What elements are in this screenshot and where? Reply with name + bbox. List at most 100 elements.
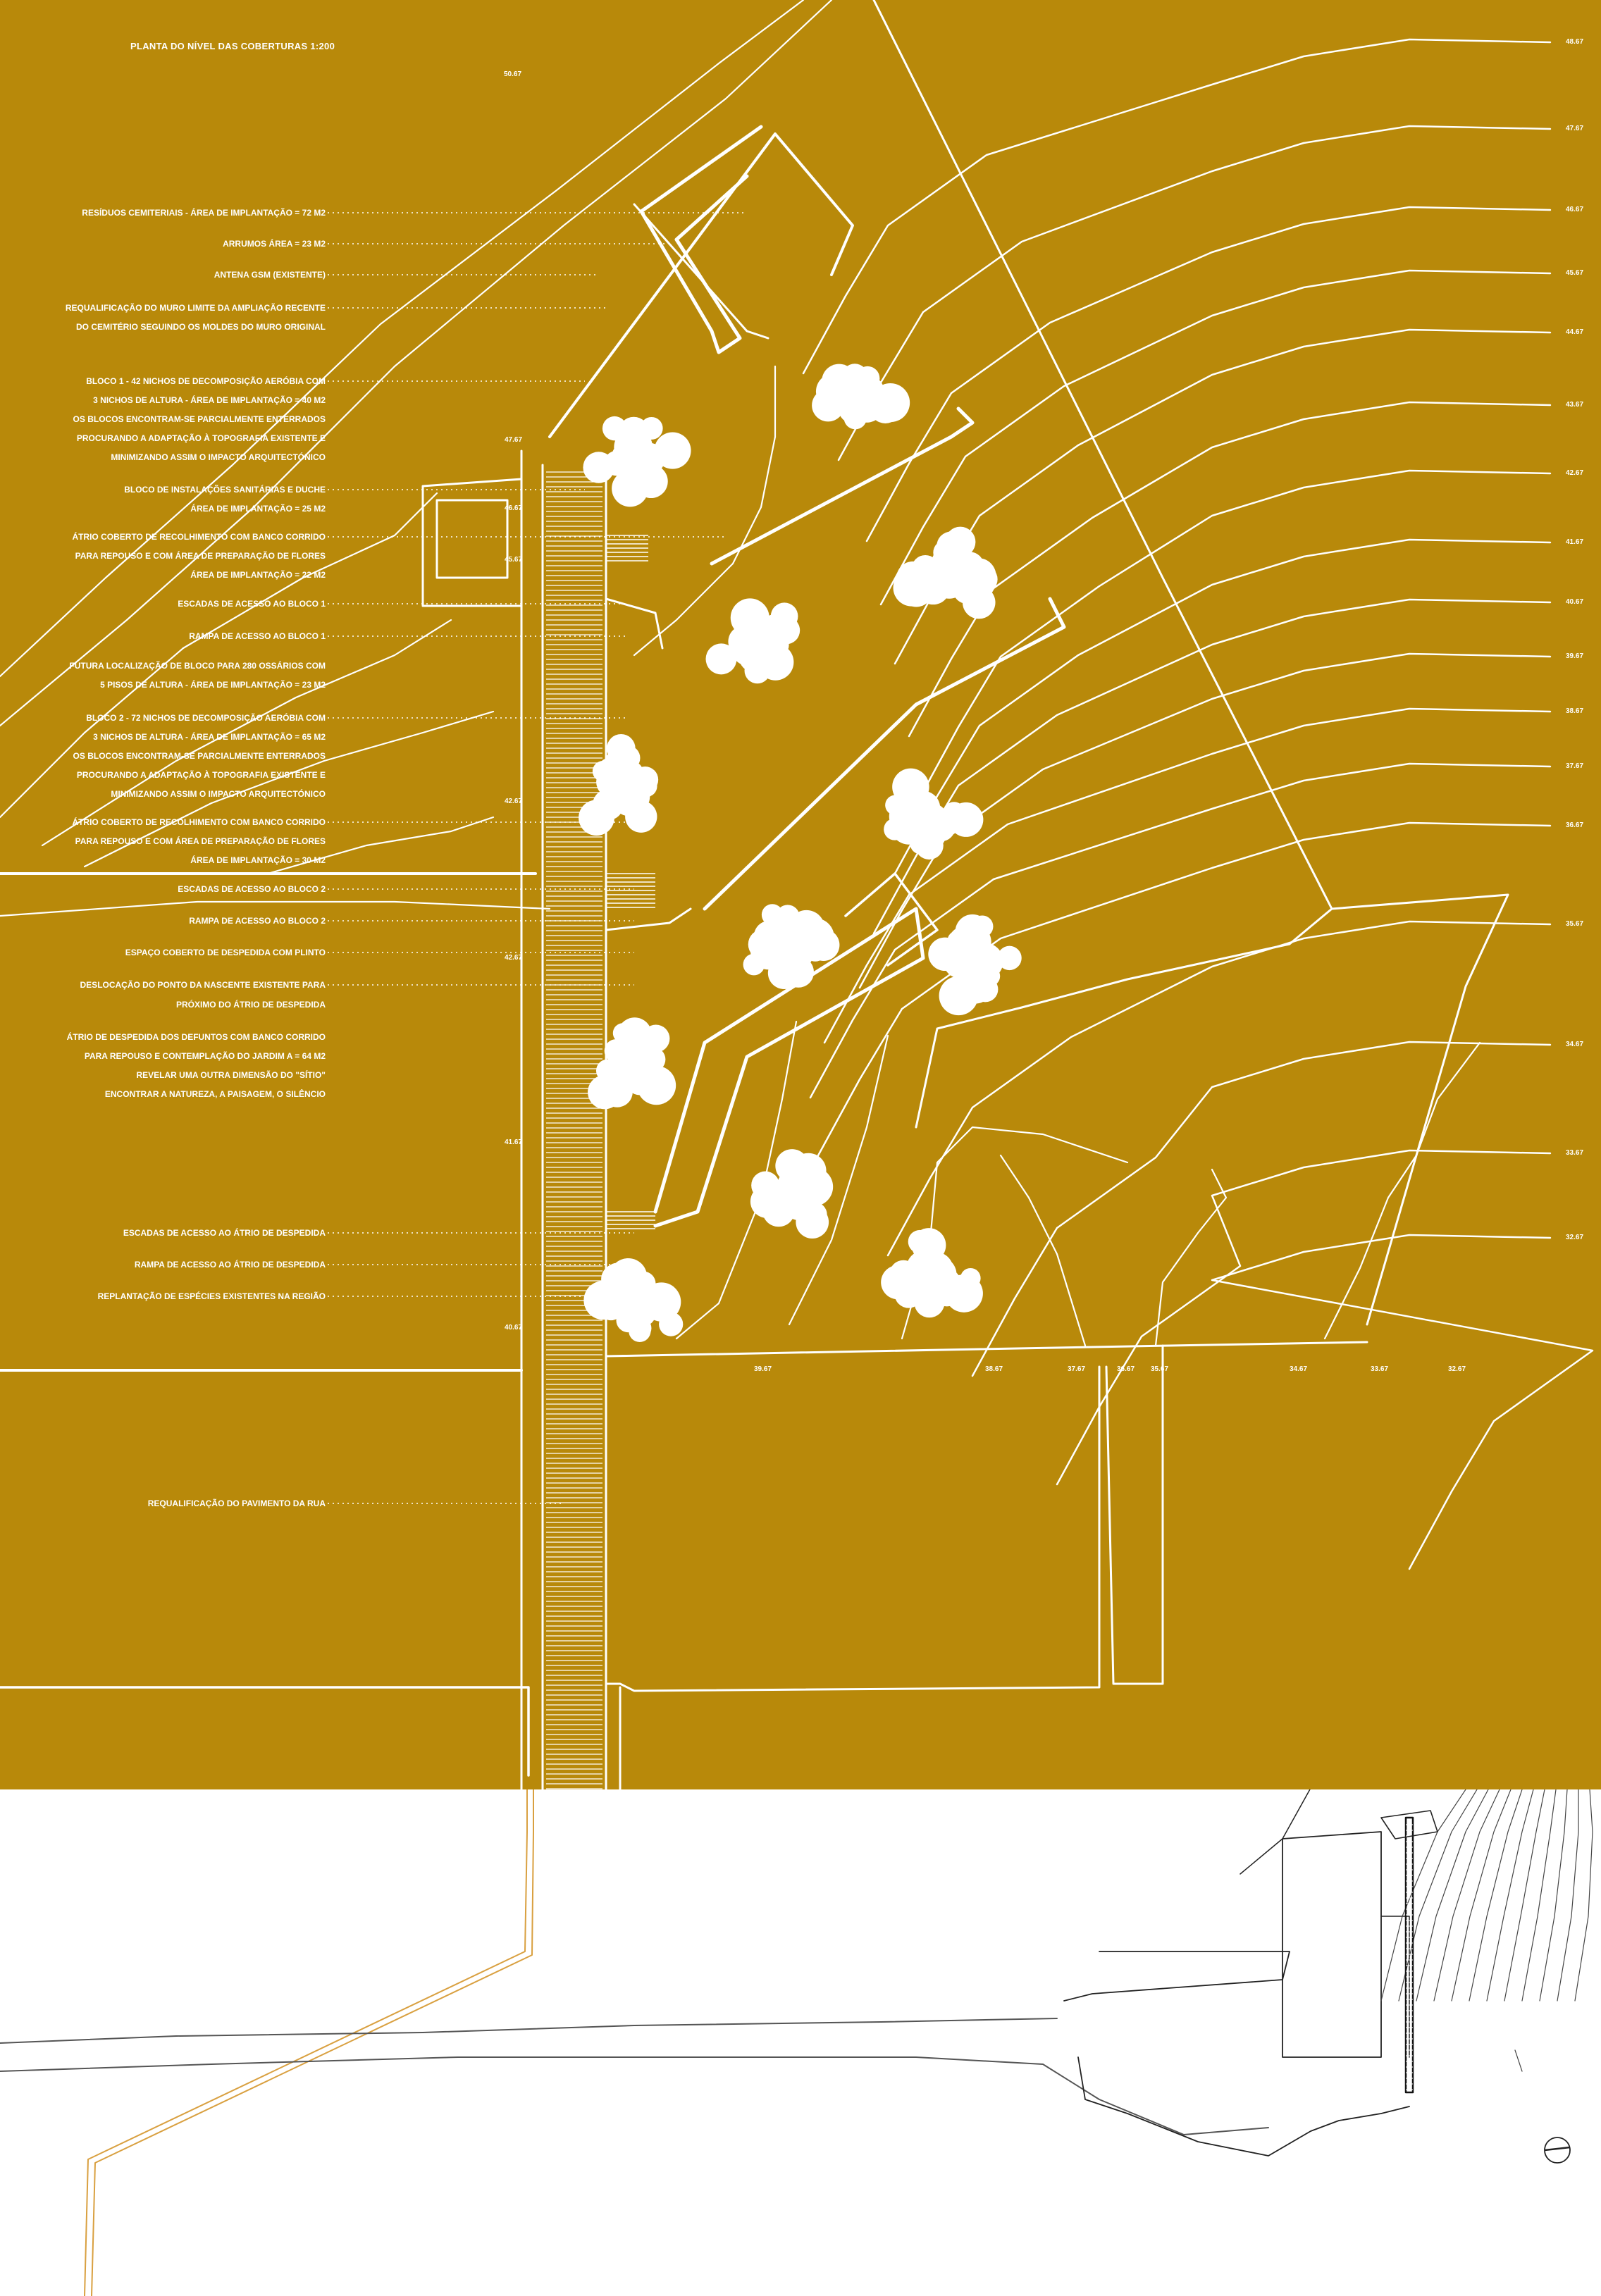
access-ramp xyxy=(546,471,602,1789)
block-1-wall xyxy=(639,125,763,354)
farewell-roof xyxy=(844,872,939,967)
stair-flight xyxy=(606,873,655,908)
annotation-label: DESLOCAÇÃO DO PONTO DA NASCENTE EXISTENT… xyxy=(80,980,326,990)
level-label: 45.67 xyxy=(505,556,523,564)
street-edge xyxy=(605,1341,1368,1358)
farewell-atrium xyxy=(653,907,925,1228)
tree-canopy xyxy=(612,1023,633,1043)
contour-line xyxy=(83,710,495,868)
level-label: 33.67 xyxy=(1371,1365,1389,1373)
annotation-label: 3 NICHOS DE ALTURA - ÁREA DE IMPLANTAÇÃO… xyxy=(93,395,326,405)
annotation-label: ANTENA GSM (EXISTENTE) xyxy=(214,270,326,280)
level-label: 36.67 xyxy=(1117,1365,1135,1373)
level-label: 41.67 xyxy=(505,1138,523,1146)
wall-line xyxy=(605,1365,1101,1692)
level-label: 40.67 xyxy=(1566,598,1584,606)
tree-canopy xyxy=(579,800,614,836)
level-label: 42.67 xyxy=(505,798,523,805)
annotation-label: RAMPA DE ACESSO AO ÁTRIO DE DESPEDIDA xyxy=(134,1260,326,1270)
annotation-label: ESPAÇO COBERTO DE DESPEDIDA COM PLINTO xyxy=(125,948,326,957)
site-plan: PLANTA DO NÍVEL DAS COBERTURAS 1:200 RES… xyxy=(0,0,1601,1789)
site-walls xyxy=(0,0,1509,1789)
map-contour xyxy=(1416,1789,1489,2002)
contour-line xyxy=(41,619,452,847)
level-label: 47.67 xyxy=(505,436,523,444)
annotation-label: PROCURANDO A ADAPTAÇÃO À TOPOGRAFIA EXIS… xyxy=(76,770,326,780)
tree-canopy xyxy=(743,953,765,976)
level-label: 36.67 xyxy=(1566,821,1584,829)
contour-line xyxy=(1211,1234,1594,1570)
tree-canopy xyxy=(884,818,906,840)
location-map xyxy=(0,1789,1593,2296)
annotation-label: ESCADAS DE ACESSO AO BLOCO 1 xyxy=(178,599,326,609)
contour-line xyxy=(0,0,805,678)
level-label: 35.67 xyxy=(1566,920,1584,928)
map-wall xyxy=(1380,1916,1410,2058)
level-label: 45.67 xyxy=(1566,269,1584,277)
level-label: 44.67 xyxy=(1566,328,1584,336)
level-label: 50.67 xyxy=(504,70,522,78)
level-label: 48.67 xyxy=(1566,38,1584,46)
contour-line xyxy=(858,652,1552,989)
tree xyxy=(743,904,840,989)
annotation-label: REVELAR UMA OUTRA DIMENSÃO DO "SÍTIO" xyxy=(136,1070,326,1080)
map-contour xyxy=(1521,1789,1557,2002)
map-contour xyxy=(1380,1789,1466,2002)
tree-canopy xyxy=(915,1265,936,1286)
annotation-label: ARRUMOS ÁREA = 23 M2 xyxy=(223,239,326,249)
level-label: 38.67 xyxy=(985,1365,1003,1373)
tree xyxy=(928,914,1022,1016)
annotation-label: ÁTRIO DE DESPEDIDA DOS DEFUNTOS COM BANC… xyxy=(66,1032,326,1042)
tree-canopy xyxy=(952,933,973,954)
tree-canopy xyxy=(754,1179,790,1215)
annotation-label: ÁTRIO COBERTO DE RECOLHIMENTO COM BANCO … xyxy=(72,817,326,827)
level-label: 33.67 xyxy=(1566,1149,1584,1157)
level-label: 37.67 xyxy=(1068,1365,1086,1373)
level-label: 47.67 xyxy=(1566,125,1584,132)
annotation-label: ÁREA DE IMPLANTAÇÃO = 25 M2 xyxy=(190,504,326,514)
stair-flight xyxy=(606,1211,655,1229)
annotation-label: REQUALIFICAÇÃO DO PAVIMENTO DA RUA xyxy=(147,1498,326,1508)
annotation-label: ÁREA DE IMPLANTAÇÃO = 22 M2 xyxy=(190,570,326,580)
map-block xyxy=(1380,1810,1438,1839)
leader-lines xyxy=(328,212,747,1504)
tree xyxy=(579,734,659,836)
tree-canopy xyxy=(915,1284,946,1315)
annotation-label: OS BLOCOS ENCONTRAM-SE PARCIALMENTE ENTE… xyxy=(73,414,326,424)
road-edge xyxy=(0,2018,1058,2044)
level-label: 34.67 xyxy=(1566,1041,1584,1048)
north-arrow-needle xyxy=(1544,2146,1571,2152)
tree-canopy xyxy=(750,634,773,657)
level-label: 40.67 xyxy=(505,1324,523,1332)
level-label: 37.67 xyxy=(1566,762,1584,770)
annotation-label: 3 NICHOS DE ALTURA - ÁREA DE IMPLANTAÇÃO… xyxy=(93,732,326,742)
level-label: 39.67 xyxy=(754,1365,772,1373)
location-area xyxy=(0,1789,1601,2296)
tree-canopy xyxy=(772,616,800,645)
level-label: 41.67 xyxy=(1566,538,1584,546)
tree-canopy xyxy=(629,453,649,473)
tree-canopy xyxy=(640,416,663,440)
tree-canopy xyxy=(730,598,769,638)
contour-line xyxy=(1056,1149,1552,1486)
tree-canopy xyxy=(607,734,636,763)
tree-canopy xyxy=(705,643,737,675)
contour-line xyxy=(908,401,1552,738)
wall-line xyxy=(1105,1344,1164,1685)
plan-title: PLANTA DO NÍVEL DAS COBERTURAS 1:200 xyxy=(130,41,335,51)
annotation-label: REPLANTAÇÃO DE ESPÉCIES EXISTENTES NA RE… xyxy=(97,1291,326,1301)
contour-line xyxy=(0,0,833,727)
tree-canopy xyxy=(598,757,620,780)
access-path xyxy=(91,1789,534,2296)
plan-drawing xyxy=(0,0,1594,1789)
map-contour xyxy=(1514,2049,1523,2072)
tree-canopy xyxy=(915,831,944,860)
annotation-label: BLOCO 2 - 72 NICHOS DE DECOMPOSIÇÃO AERÓ… xyxy=(86,713,326,723)
level-label: 34.67 xyxy=(1290,1365,1308,1373)
tree-canopy xyxy=(960,1267,981,1289)
access-path xyxy=(84,1789,528,2296)
tree-canopy xyxy=(791,914,811,935)
tree-canopy xyxy=(939,976,979,1016)
tree-canopy xyxy=(937,531,967,561)
contour-line xyxy=(999,1154,1087,1347)
